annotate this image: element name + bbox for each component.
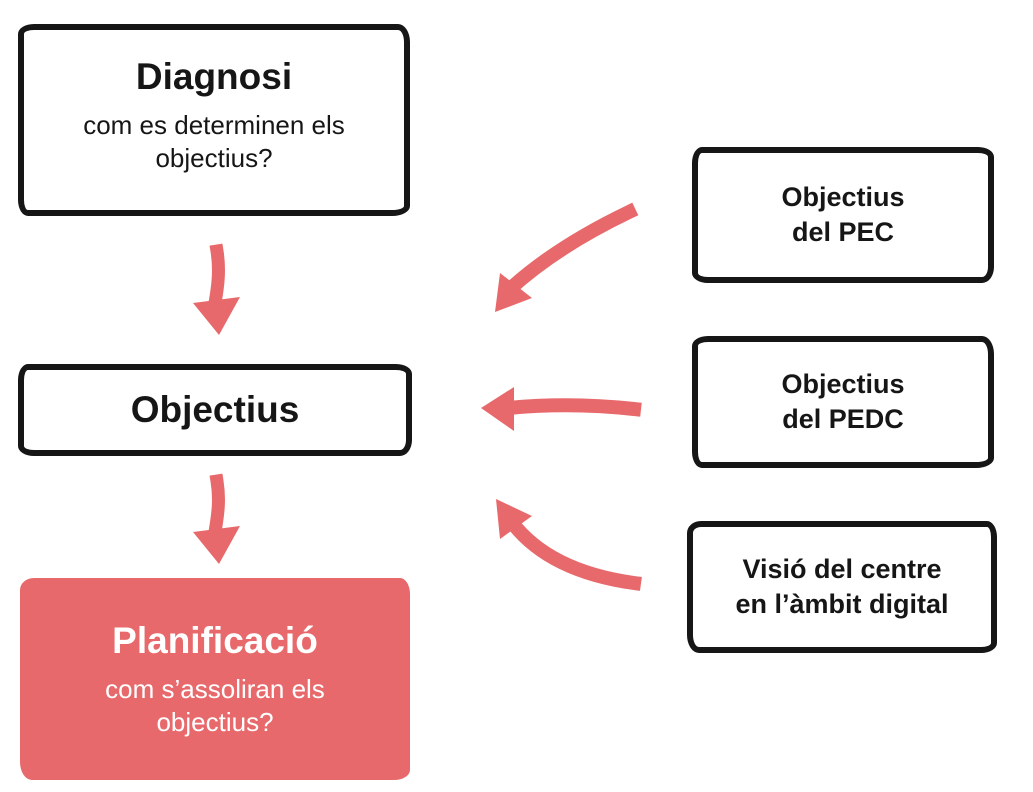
arrow-shaft — [207, 473, 225, 540]
arrow-curved-up-left-icon — [496, 499, 642, 591]
arrow-head — [495, 273, 532, 312]
arrow-down-icon — [193, 243, 240, 335]
pedc-line1: Objectius — [781, 368, 905, 399]
diagnosi-box: Diagnosi com es determinen els objectius… — [18, 24, 410, 216]
arrow-head — [481, 387, 514, 431]
pec-line1: Objectius — [781, 181, 905, 212]
pec-line2: del PEC — [791, 217, 895, 247]
objectius-pec-box: Objectius del PEC — [692, 147, 994, 283]
planificacio-subtitle: com s’assoliran els objectius? — [105, 674, 325, 737]
objectius-pedc-box: Objectius del PEDC — [692, 336, 994, 468]
objectius-box: Objectius — [18, 364, 412, 456]
arrow-curved-down-left-icon — [495, 202, 639, 312]
arrow-shaft — [501, 511, 642, 591]
arrow-shaft — [207, 243, 225, 311]
visio-line2: en l’àmbit digital — [735, 589, 949, 619]
visio-centre-box: Visió del centre en l’àmbit digital — [687, 521, 997, 653]
arrow-left-icon — [481, 387, 642, 431]
objectius-title: Objectius — [130, 388, 300, 430]
arrow-shaft — [500, 202, 639, 299]
pedc-line2: del PEDC — [782, 404, 904, 434]
diagnosi-subtitle: com es determinen els objectius? — [83, 110, 345, 173]
planificacio-box: Planificació com s’assoliran els objecti… — [20, 578, 410, 780]
arrow-head — [193, 526, 240, 564]
diagnosi-title: Diagnosi — [135, 55, 293, 97]
visio-line1: Visió del centre — [742, 553, 942, 584]
arrow-head — [193, 297, 240, 335]
planificacio-title: Planificació — [112, 619, 318, 661]
arrow-down-icon — [193, 473, 240, 564]
arrow-head — [496, 499, 532, 539]
arrow-shaft — [500, 398, 642, 417]
